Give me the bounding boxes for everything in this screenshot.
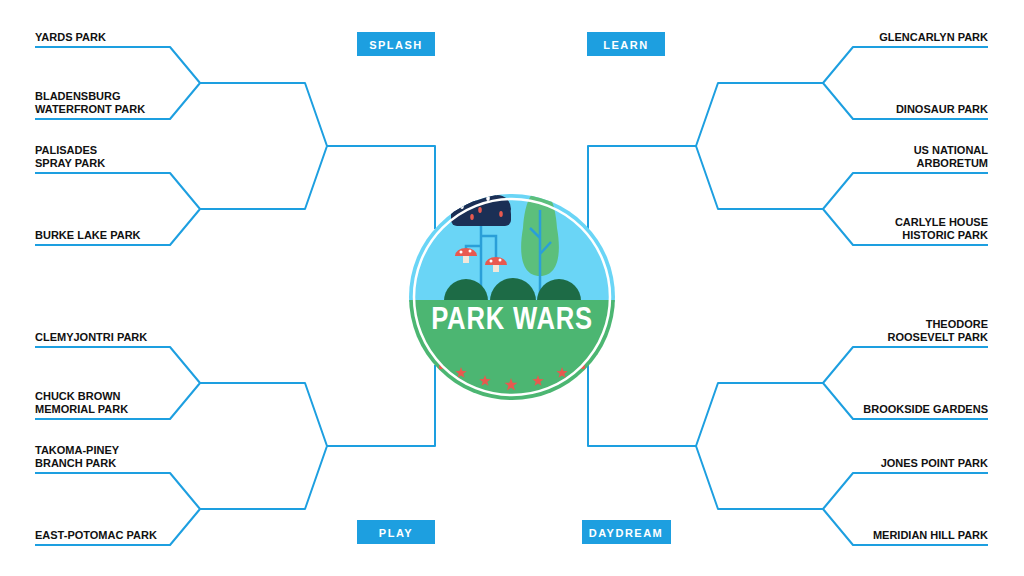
bracket-line [823, 47, 988, 119]
category-name: PLAY [379, 527, 413, 539]
category-name: DAYDREAM [589, 527, 664, 539]
title-badge: PARK WARS [409, 194, 615, 400]
bracket-line [200, 83, 435, 229]
tree-trunk [530, 210, 551, 292]
title-text: PARK WARS [431, 300, 593, 336]
park-name: BLADENSBURG WATERFRONT PARK [35, 90, 153, 116]
bracket-line [823, 473, 988, 545]
park-name: TAKOMA-PINEY BRANCH PARK [35, 444, 130, 470]
badge-outline [414, 199, 610, 395]
park-name: THEODORE ROOSEVELT PARK [880, 318, 988, 344]
bracket-lines [35, 47, 988, 545]
park-name: DINOSAUR PARK [896, 103, 988, 116]
bracket-right [588, 47, 988, 545]
hills [444, 278, 581, 301]
ground [409, 300, 615, 401]
bracket-line [200, 365, 435, 509]
park-name: MERIDIAN HILL PARK [873, 529, 988, 542]
category-name: LEARN [603, 39, 648, 51]
category-tag: SPLASH [357, 32, 435, 56]
bracket-line [35, 173, 200, 245]
mushrooms [455, 248, 507, 272]
bracket-line [588, 83, 823, 229]
park-name: YARDS PARK [35, 31, 106, 44]
bracket-left [35, 47, 435, 545]
category-tag: DAYDREAM [582, 520, 671, 544]
dark-tree-canopy [451, 185, 511, 226]
park-name: PALISADES SPRAY PARK [35, 144, 120, 170]
park-name: CLEMYJONTRI PARK [35, 331, 147, 344]
stars [439, 365, 585, 391]
bracket-line [35, 473, 200, 545]
category-name: SPLASH [369, 39, 423, 51]
park-name: CHUCK BROWN MEMORIAL PARK [35, 390, 135, 416]
badge-illustration [409, 185, 615, 401]
bracket-line [588, 365, 823, 509]
category-tag: PLAY [357, 520, 435, 544]
park-name: CARLYLE HOUSE HISTORIC PARK [884, 216, 988, 242]
park-name: BURKE LAKE PARK [35, 229, 141, 242]
park-name: BROOKSIDE GARDENS [863, 403, 988, 416]
bracket-line [35, 47, 200, 119]
park-name: GLENCARLYN PARK [879, 31, 988, 44]
badge-ring [409, 194, 615, 400]
canopy-marks [460, 195, 503, 220]
bracket-line [823, 173, 988, 245]
park-name: JONES POINT PARK [881, 457, 988, 470]
bracket-line [823, 347, 988, 419]
sky [409, 194, 615, 302]
category-tag: LEARN [587, 32, 665, 56]
bracket-line [35, 347, 200, 419]
park-name: US NATIONAL ARBORETUM [898, 144, 988, 170]
park-name: EAST-POTOMAC PARK [35, 529, 157, 542]
